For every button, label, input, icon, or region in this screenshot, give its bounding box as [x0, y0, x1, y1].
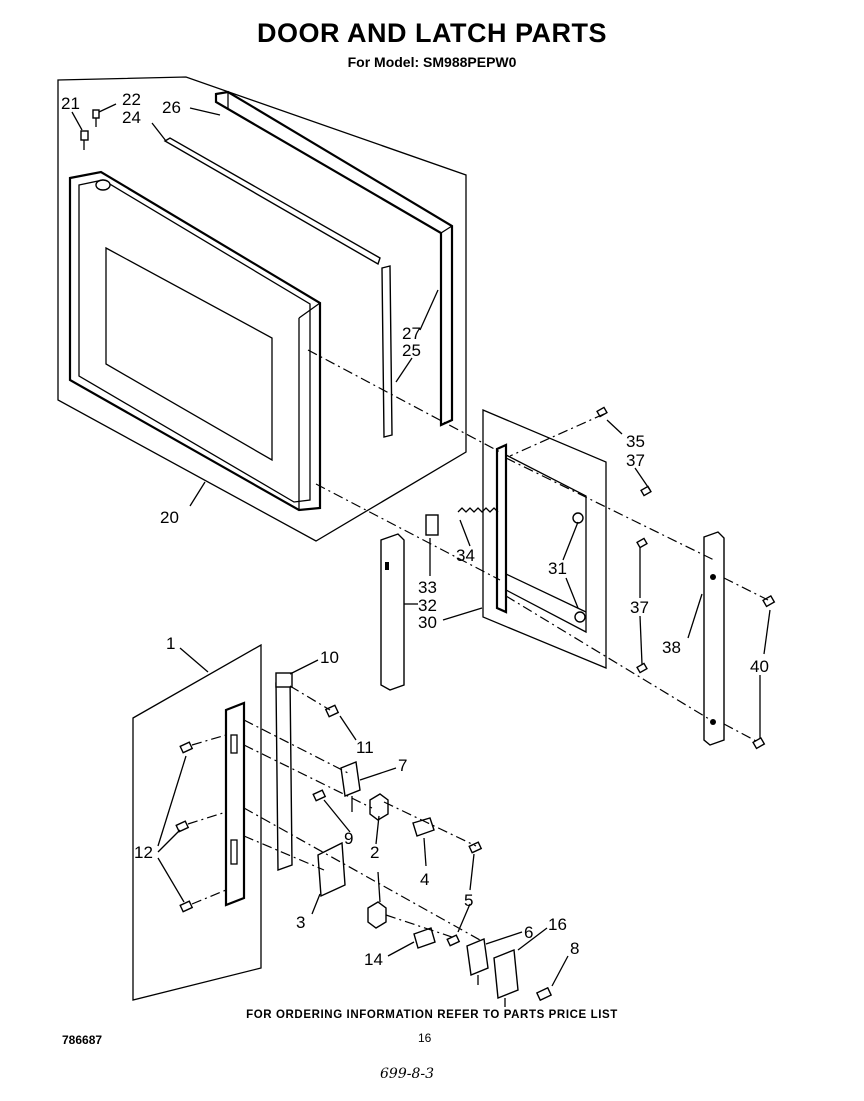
model-subtitle: For Model: SM988PEPW0 — [347, 54, 517, 70]
block-4-part — [412, 817, 435, 837]
callout-32: 32 — [418, 596, 437, 615]
callout-30: 30 — [418, 613, 437, 632]
screw-22-icon — [92, 109, 100, 127]
callout-3: 3 — [296, 913, 305, 932]
spring-part — [457, 507, 499, 513]
block-14-part — [413, 927, 436, 949]
document-number: 786687 — [62, 1033, 103, 1047]
seal-strip-part — [163, 137, 381, 266]
callout-26: 26 — [162, 98, 181, 117]
page-title: DOOR AND LATCH PARTS — [257, 18, 607, 48]
hinge-bar-part — [703, 531, 725, 746]
callout-16: 16 — [548, 915, 567, 934]
callout-24: 24 — [122, 108, 141, 127]
screw-8-icon — [535, 986, 553, 1002]
callout-1: 1 — [166, 634, 175, 653]
switch-plate-part — [317, 841, 346, 898]
callout-37-lower: 37 — [630, 598, 649, 617]
switch-7-part — [340, 761, 361, 812]
callout-25: 25 — [402, 341, 421, 360]
callout-37-upper: 37 — [626, 451, 645, 470]
door-choke-part — [214, 90, 454, 427]
screw-12-icon — [175, 741, 194, 913]
switch-6-part — [466, 938, 489, 985]
ordering-note: FOR ORDERING INFORMATION REFER TO PARTS … — [246, 1009, 618, 1021]
cam-upper-part — [369, 793, 389, 821]
assembly-lines-lower — [187, 685, 481, 941]
actuator-bar-part — [275, 672, 293, 871]
callout-7: 7 — [398, 756, 407, 775]
screw-21-icon — [80, 130, 89, 150]
callout-11: 11 — [356, 738, 374, 757]
callout-9: 9 — [344, 829, 353, 848]
screw-40-icon — [752, 594, 776, 750]
nut-part — [572, 512, 586, 623]
callout-34: 34 — [456, 546, 475, 565]
switch-16-part — [493, 949, 519, 1007]
switch-assembly-panel — [132, 643, 262, 1001]
screw-11-icon — [324, 704, 340, 718]
door-assembly-panel — [57, 76, 467, 542]
screw-37-lower-icon — [636, 537, 648, 674]
callout-38: 38 — [662, 638, 681, 657]
callout-22: 22 — [122, 90, 141, 109]
screw-37-icon — [640, 485, 652, 497]
callout-20: 20 — [160, 508, 179, 527]
callout-31: 31 — [548, 559, 567, 578]
callout-35: 35 — [626, 432, 645, 451]
latch-handle-part — [380, 533, 405, 691]
callout-4: 4 — [420, 870, 429, 889]
callout-33: 33 — [418, 578, 437, 597]
callout-6: 6 — [524, 923, 533, 942]
mounting-bracket-part — [224, 701, 246, 907]
door-frame-part — [68, 170, 322, 512]
assembly-lines-upper — [307, 349, 769, 743]
callout-8: 8 — [570, 939, 579, 958]
latch-plate-part — [495, 443, 587, 634]
leader-lines — [71, 103, 771, 987]
callout-14: 14 — [364, 950, 383, 969]
callout-12: 12 — [134, 843, 153, 862]
callout-5: 5 — [464, 891, 473, 910]
callout-2: 2 — [370, 843, 379, 862]
callout-27: 27 — [402, 324, 421, 343]
cam-lower-part — [367, 901, 387, 929]
page-number: 16 — [418, 1031, 432, 1045]
screw-9-icon — [312, 789, 327, 802]
latch-assembly-panel — [482, 409, 607, 669]
callout-21: 21 — [61, 94, 80, 113]
callout-40: 40 — [750, 657, 769, 676]
latch-slider-part — [425, 514, 439, 536]
vertical-seal-part — [381, 265, 393, 438]
handwritten-note: 699-8-3 — [380, 1066, 434, 1082]
callout-10: 10 — [320, 648, 339, 667]
